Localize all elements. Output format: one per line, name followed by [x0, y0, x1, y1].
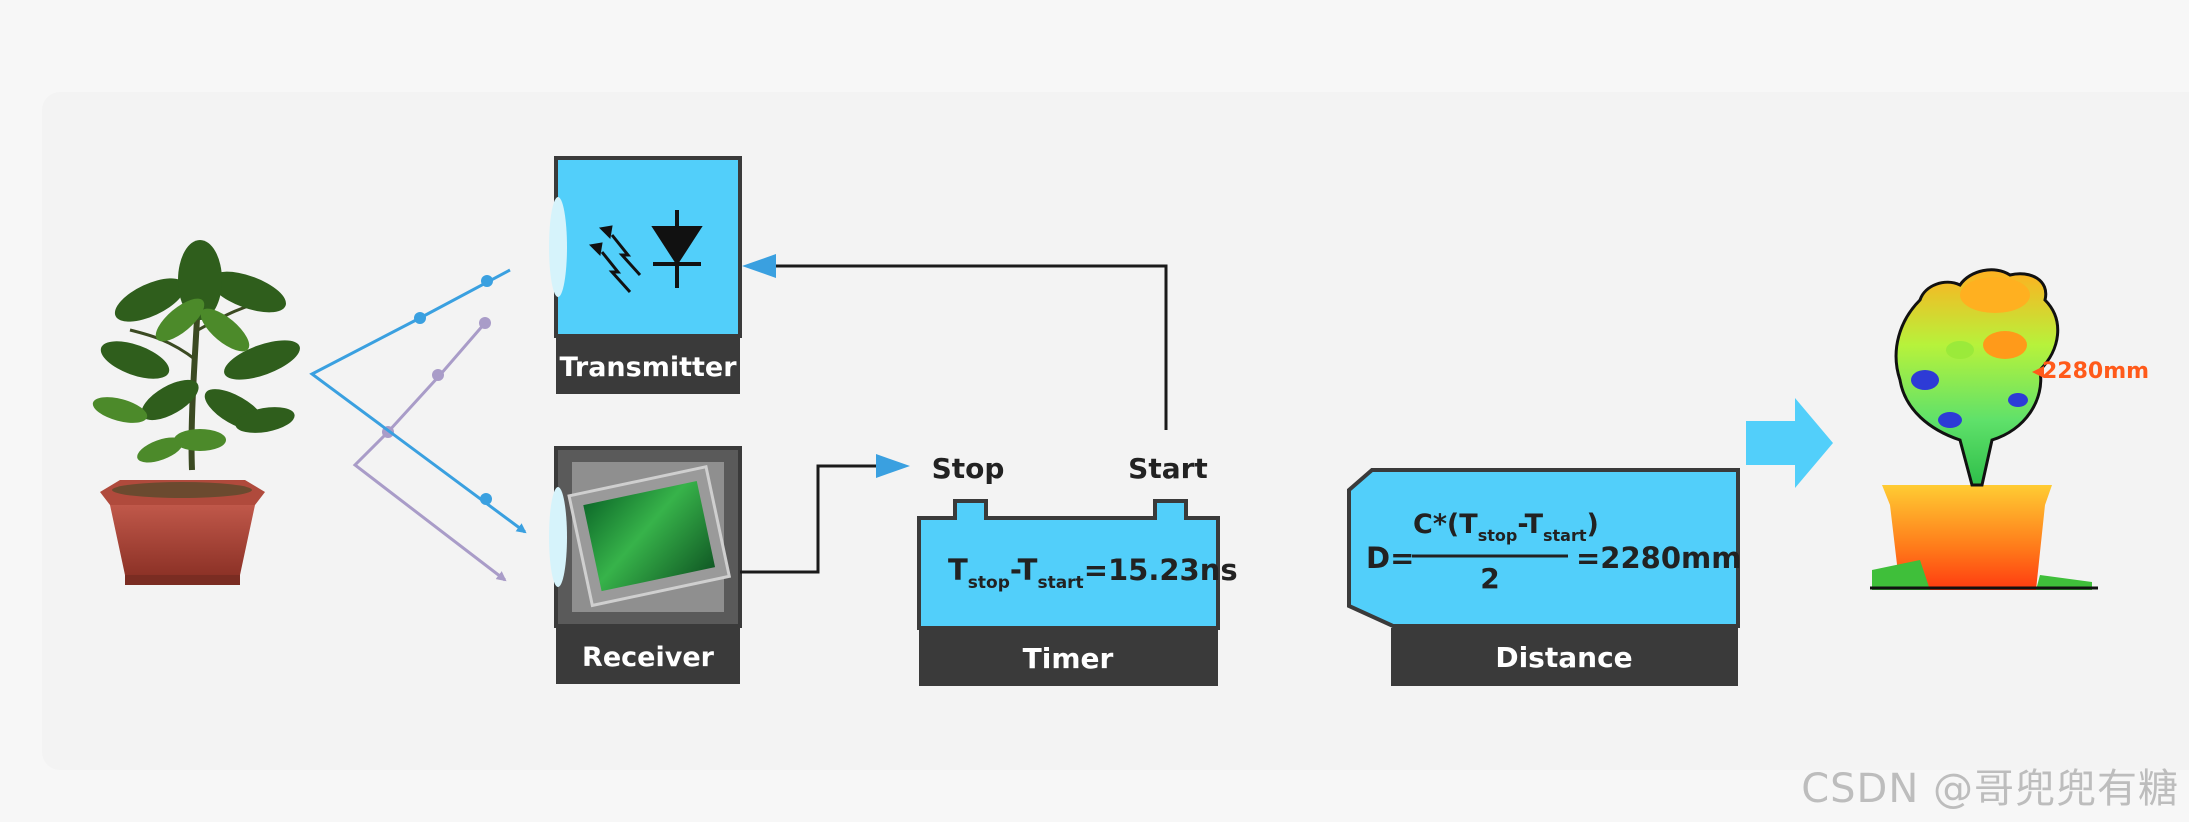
stop-label: Stop [932, 452, 1005, 485]
distance-result: =2280mm [1576, 541, 1741, 575]
output-arrow-icon [1746, 398, 1833, 488]
distance-denominator: 2 [1480, 562, 1499, 595]
beam-dot [480, 493, 492, 505]
image-sensor-icon [567, 464, 732, 608]
beam-dot [479, 317, 491, 329]
timer-label: Timer [1023, 642, 1114, 675]
beam-dot [432, 369, 444, 381]
receiver-label: Receiver [582, 642, 715, 673]
distance-label: Distance [1495, 641, 1632, 674]
transmitter-block: Transmitter [549, 156, 742, 394]
arrow-icon [876, 454, 910, 478]
beam-dot [481, 275, 493, 287]
transmitter-label: Transmitter [559, 352, 737, 383]
connectors [740, 254, 1168, 574]
light-beams [309, 268, 527, 582]
point-cloud-distance-label: 2280mm [2042, 359, 2149, 384]
pointer-icon [2032, 366, 2044, 378]
distance-numerator: C*(Tstop-Tstart) [1413, 509, 1599, 545]
plant-icon [92, 240, 300, 585]
lens-icon [549, 487, 567, 587]
distance-prefix: D= [1366, 541, 1414, 575]
led-diode-icon [588, 210, 703, 294]
timer-block: Stop Start Tstop-Tstart=15.23ns Timer [917, 452, 1238, 686]
receiver-block: Receiver [549, 446, 742, 684]
timer-formula: Tstop-Tstart=15.23ns [948, 553, 1238, 593]
beam-dot [414, 312, 426, 324]
start-label: Start [1128, 452, 1208, 485]
distance-block: D= C*(Tstop-Tstart) 2 =2280mm Distance [1347, 468, 1741, 686]
lens-icon [549, 197, 567, 297]
watermark: CSDN @哥兜兜有糖 [1801, 766, 2179, 812]
arrow-icon [742, 254, 776, 278]
